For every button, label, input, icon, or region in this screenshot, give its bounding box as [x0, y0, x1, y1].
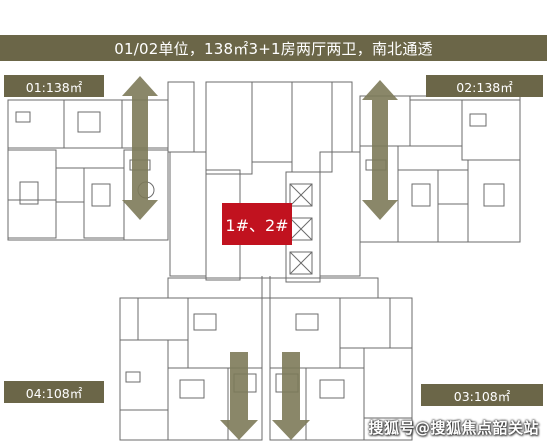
- title-text: 01/02单位，138㎡3+1房两厅两卫，南北通透: [114, 39, 433, 58]
- arrow-down-04: [220, 352, 258, 440]
- unit-label-03: 03:108㎡: [421, 384, 543, 406]
- watermark: 搜狐号@搜狐焦点韶关站: [368, 419, 539, 437]
- arrow-vertical-02: [362, 80, 398, 220]
- unit-label-04: 04:108㎡: [4, 381, 104, 403]
- arrow-down-03: [272, 352, 310, 440]
- building-badge: 1#、2#: [222, 203, 292, 245]
- arrow-vertical-01: [122, 76, 158, 220]
- title-banner: 01/02单位，138㎡3+1房两厅两卫，南北通透: [0, 35, 547, 61]
- unit-label-01: 01:138㎡: [4, 75, 104, 97]
- unit-label-02: 02:138㎡: [426, 75, 543, 97]
